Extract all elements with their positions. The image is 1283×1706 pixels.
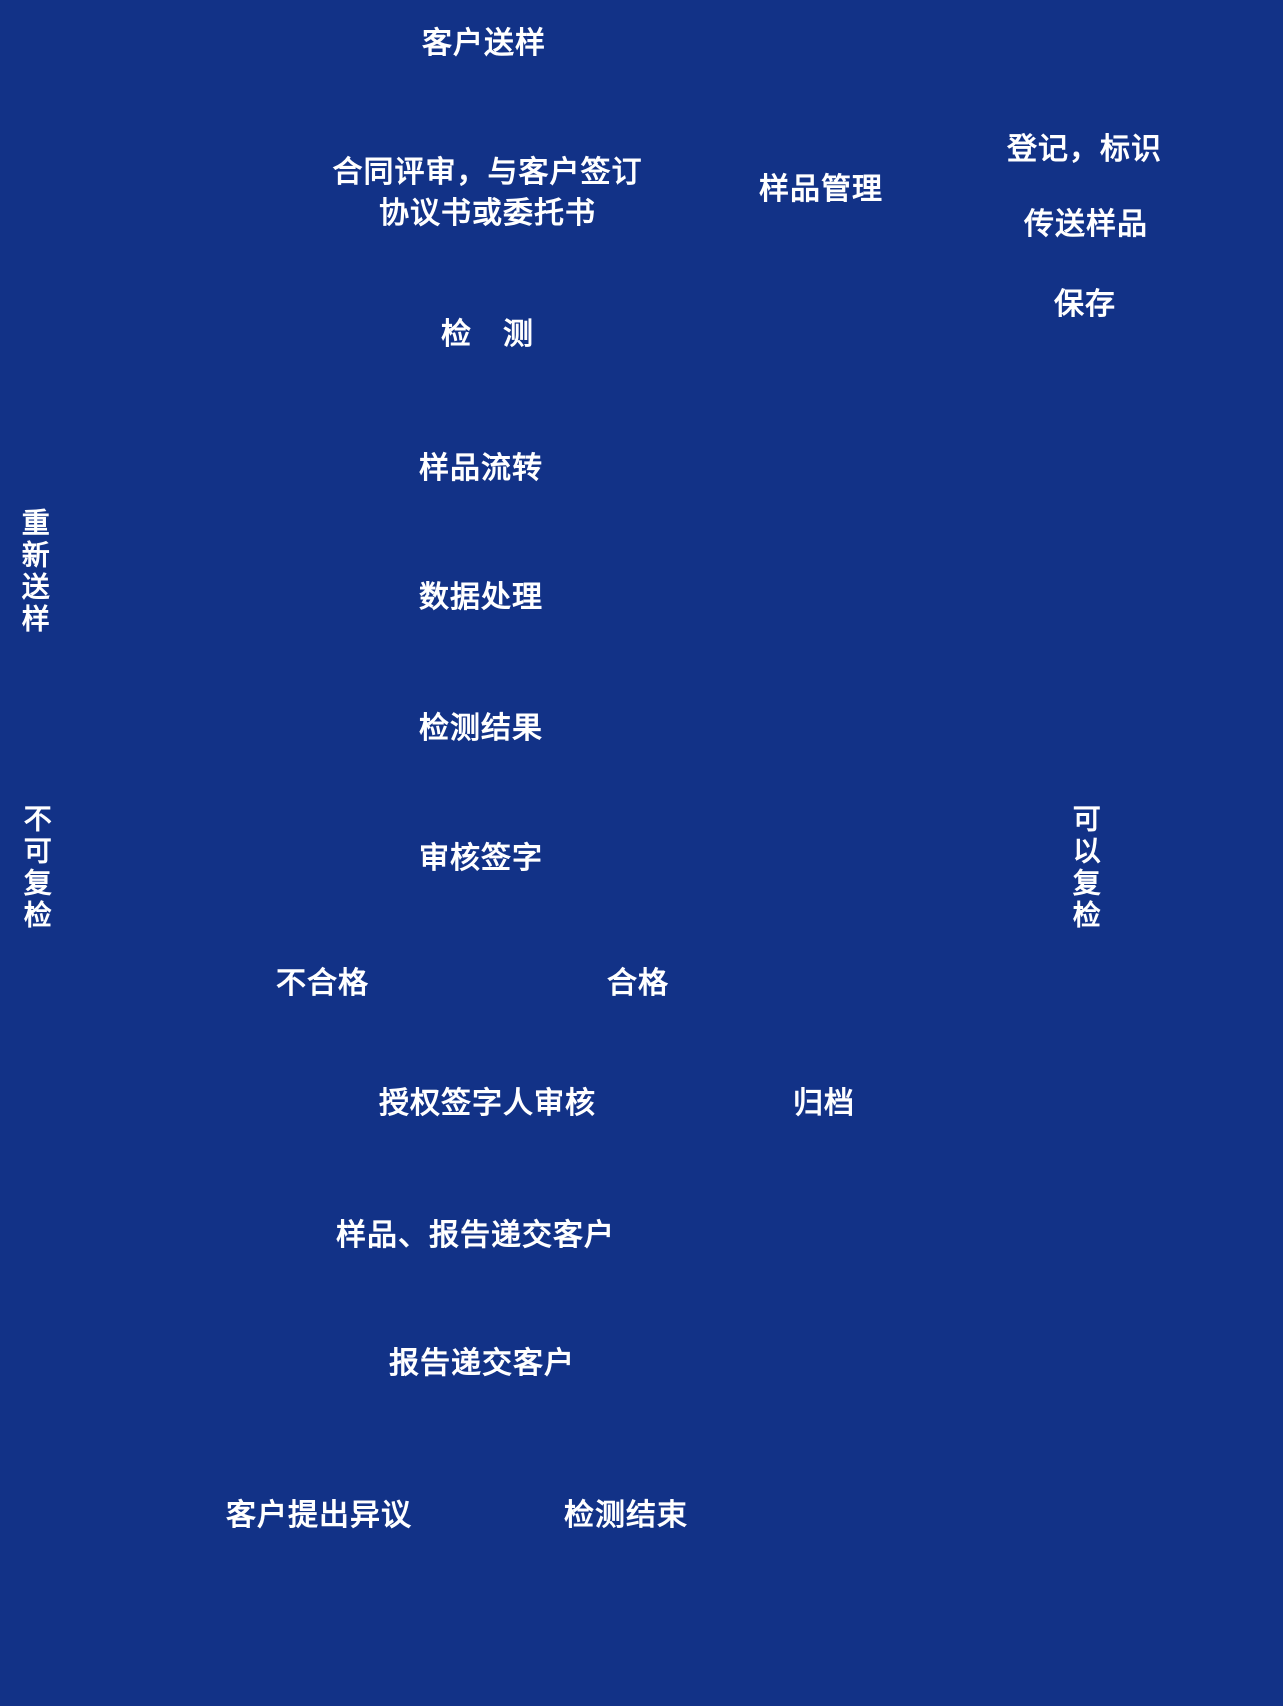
node-customer-objection: 客户提出异议 (226, 1498, 412, 1533)
node-sample-report-to-customer: 样品、报告递交客户 (336, 1218, 615, 1253)
node-review-sign: 审核签字 (419, 841, 543, 876)
node-archive: 归档 (793, 1086, 855, 1121)
node-testing: 检 测 (441, 317, 534, 352)
edge-label-qualified: 合格 (607, 966, 669, 1001)
node-test-result: 检测结果 (419, 711, 543, 746)
node-transfer-sample: 传送样品 (1024, 207, 1148, 242)
edge-label-can-retest: 可以复检 (1068, 804, 1102, 932)
node-authorized-signatory-review: 授权签字人审核 (379, 1086, 596, 1121)
node-report-to-customer: 报告递交客户 (389, 1346, 575, 1381)
node-store-sample: 保存 (1054, 287, 1116, 322)
node-data-processing: 数据处理 (419, 580, 543, 615)
node-sample-circulation: 样品流转 (419, 451, 543, 486)
node-testing-end: 检测结束 (564, 1498, 688, 1533)
edge-label-cannot-retest: 不可复检 (19, 804, 53, 932)
edge-label-resend-sample: 重新送样 (17, 508, 51, 636)
node-sample-management: 样品管理 (759, 172, 883, 207)
node-customer-send-sample: 客户送样 (422, 26, 546, 61)
node-register-identify: 登记，标识 (1007, 132, 1162, 167)
node-contract-review: 合同评审，与客户签订 协议书或委托书 (332, 155, 643, 231)
edge-label-unqualified: 不合格 (276, 966, 369, 1001)
